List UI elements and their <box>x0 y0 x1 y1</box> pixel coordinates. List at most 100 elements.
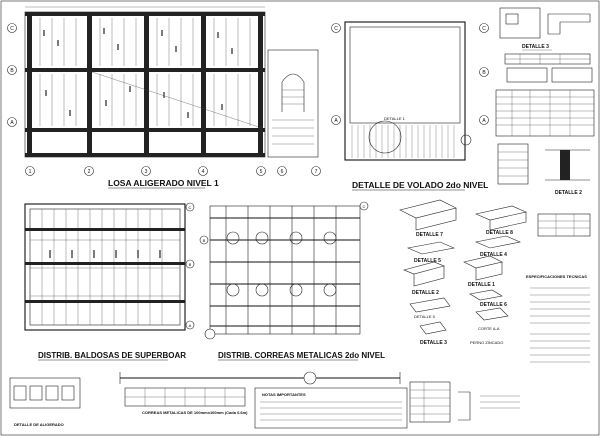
volado-outline <box>344 21 466 161</box>
detail-7-iso <box>399 199 457 219</box>
espec-title: ESPECIFICACIONES TECNICAS <box>526 274 587 279</box>
bottom-strip: DETALLE DE ALIGERADO CORREAS METALICAS D… <box>9 371 520 429</box>
column-axis-1 <box>27 12 32 157</box>
volado-row-a-left: A <box>334 118 338 124</box>
axis-label-2: 2 <box>88 169 91 175</box>
svg-text:C: C <box>189 205 192 210</box>
baldosas-marks <box>49 250 161 258</box>
volado-detail-tag: DETALLE 1 <box>384 116 406 121</box>
aligerado-section <box>9 377 81 409</box>
correas-connection-circles <box>226 231 337 297</box>
detail-8-title: DETALLE 8 <box>486 230 513 236</box>
axis-label-5: 5 <box>260 169 263 175</box>
volado-row-a: A <box>482 118 486 124</box>
corte-aa-label: CORTE A-A <box>478 326 500 331</box>
row-bubble-c <box>7 23 17 33</box>
detail-5-iso <box>406 241 456 255</box>
axis-bubble-5 <box>256 166 266 176</box>
specs-table-grid <box>496 90 594 136</box>
volado-inner <box>349 26 461 124</box>
svg-text:C: C <box>363 204 366 209</box>
opening-diagonal <box>91 71 263 129</box>
grid-row-bubbles-left: C B A <box>7 23 17 127</box>
section-bubble <box>303 371 317 385</box>
axis-label-3: 3 <box>145 169 148 175</box>
title-detalle-volado: DETALLE DE VOLADO 2do NIVEL <box>352 180 488 190</box>
column-axis-2 <box>87 12 92 157</box>
corte-detail-5-tag: DETALLE 5 <box>414 314 436 319</box>
corte-aa-profile <box>475 307 509 321</box>
row-label-c: C <box>10 26 14 32</box>
svg-text:B: B <box>203 238 206 243</box>
specs-table <box>495 89 595 137</box>
right-middle-details: DETALLE 7 DETALLE 8 DETALLE 5 DETALLE 4 … <box>399 199 591 363</box>
correas-note: CORREAS METALICAS DE 100mmx100mm (Cada 0… <box>142 410 248 415</box>
detail-3-iso <box>419 321 447 335</box>
axis-bubble-7 <box>311 166 321 176</box>
notas-lines <box>260 401 402 421</box>
column-axis-3 <box>144 12 149 157</box>
corte-aa-iso <box>409 297 451 313</box>
title-correas: DISTRIB. CORREAS METALICAS 2do NIVEL <box>218 351 385 360</box>
perno-label: PERNO ZINCADO <box>470 340 503 345</box>
axis-bubble-6 <box>277 166 287 176</box>
svg-text:A: A <box>189 323 192 328</box>
notas-title: NOTAS IMPORTANTES <box>262 392 306 397</box>
detail-2b-title: DETALLE 2 <box>555 190 582 196</box>
row-bubble-a <box>7 117 17 127</box>
title-aligerado: DETALLE DE ALIGERADO <box>14 422 64 427</box>
correas-bubbles: B C <box>199 201 369 340</box>
correas-beams <box>225 206 337 334</box>
detalle-volado-plan: DETALLE 1 C B A C A DETALLE DE VOLADO 2d… <box>331 21 489 191</box>
detail-8-iso <box>475 205 527 221</box>
detail-3-section <box>499 7 541 39</box>
distrib-baldosas-plan: C B A DISTRIB. BALDOSAS DE SUPERBOAR <box>24 202 195 361</box>
losa-aligerado-plan: 1 2 3 4 5 6 7 C B A LOSA ALIGERADO NIVEL… <box>7 6 321 189</box>
detail-2-title: DETALLE 2 <box>412 290 439 296</box>
beam-detail-b <box>551 67 593 83</box>
detail-4-iso <box>474 235 522 249</box>
detail-3-bottom-title: DETALLE 3 <box>420 340 447 346</box>
axis-label-6: 6 <box>281 169 284 175</box>
baldosas-bands <box>25 228 185 303</box>
detail-7-title: DETALLE 7 <box>416 232 443 238</box>
title-losa-aligerado: LOSA ALIGERADO NIVEL 1 <box>108 178 219 188</box>
row-label-a: A <box>10 120 14 126</box>
volado-callout-circle <box>368 120 402 154</box>
volado-row-bubbles: C B A C A <box>331 23 489 125</box>
axis-bubble-1 <box>25 166 35 176</box>
detail-6-title: DETALLE 6 <box>480 302 507 308</box>
detail-4-title: DETALLE 4 <box>480 252 507 258</box>
detail-1-title: DETALLE 1 <box>468 282 495 288</box>
distrib-correas-plan: B C DISTRIB. CORREAS METALICAS 2do NIVEL <box>199 201 385 361</box>
rebar-marks <box>43 28 233 118</box>
bottom-table <box>409 381 451 423</box>
detail-6-iso <box>469 289 503 301</box>
espec-lines <box>530 287 590 363</box>
column-axis-5 <box>258 12 263 157</box>
axis-bubble-2 <box>84 166 94 176</box>
volado-callout-small <box>460 134 472 146</box>
baldosas-row-bubbles: C B A <box>185 202 195 330</box>
detail-3-title: DETALLE 3 <box>522 44 549 50</box>
notas-box <box>254 387 408 429</box>
baldosas-outline <box>24 203 186 331</box>
bottom-hook-detail <box>458 391 471 421</box>
axis-label-7: 7 <box>315 169 318 175</box>
beam-detail-a <box>506 67 548 83</box>
baldosas-grid <box>30 209 180 325</box>
volado-row-c: C <box>482 26 486 32</box>
stair-run <box>281 73 305 112</box>
column-axis-4 <box>201 12 206 157</box>
row-label-b: B <box>10 68 14 74</box>
axis-bubble-4 <box>198 166 208 176</box>
aligerado-blocks <box>13 385 75 401</box>
detail-3-profile <box>547 13 591 35</box>
row-bubble-b <box>7 65 17 75</box>
volado-row-b: B <box>482 70 486 76</box>
volado-hatch <box>351 125 455 158</box>
detail-2b-table <box>497 143 529 185</box>
joist-lines <box>39 18 251 126</box>
